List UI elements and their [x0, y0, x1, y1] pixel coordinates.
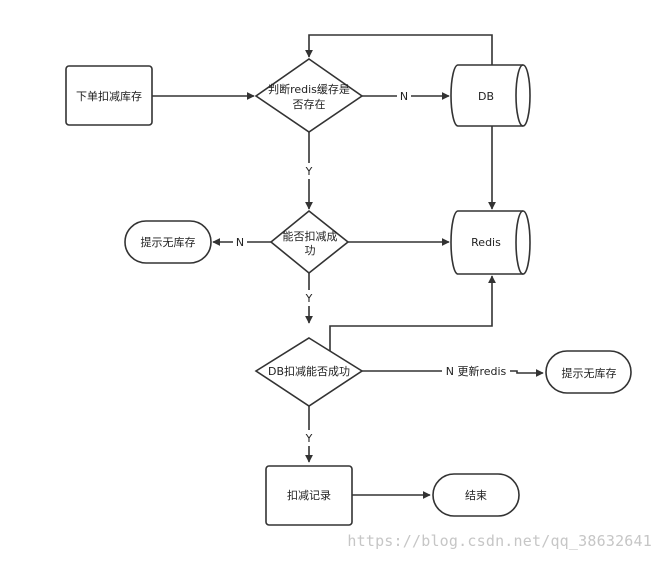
node-no-stock-2: 提示无库存: [545, 350, 632, 394]
node-record: 扣减记录: [265, 465, 353, 526]
node-db-deduct-label: DB扣减能否成功: [268, 364, 350, 378]
label-can-deduct-to-no-stock: N: [236, 236, 244, 249]
node-order-label: 下单扣减库存: [76, 89, 142, 103]
label-can-deduct-to-db-deduct: Y: [305, 292, 313, 305]
node-db-deduct: DB扣减能否成功: [254, 337, 364, 407]
node-can-deduct-line1: 能否扣减成: [283, 229, 338, 243]
edge-labels: N Y N Y N 更新redis Y: [233, 88, 510, 446]
label-db-deduct-to-record: Y: [305, 432, 313, 445]
node-no-stock-2-label: 提示无库存: [562, 366, 617, 380]
node-redis-label: Redis: [471, 236, 501, 249]
node-can-deduct: 能否扣减成 功: [269, 209, 350, 275]
node-no-stock-1: 提示无库存: [124, 220, 212, 264]
node-db-label: DB: [478, 90, 494, 103]
node-end: 结束: [432, 473, 520, 517]
node-end-label: 结束: [465, 489, 487, 502]
edge-db-deduct-to-redis: [329, 275, 496, 354]
label-check-to-db: N: [400, 90, 408, 103]
edge-db-deduct-to-no-stock: [362, 369, 544, 377]
edge-db-loop-to-check: [305, 34, 493, 65]
node-check-redis-line1: 判断redis缓存是: [268, 82, 350, 96]
label-check-to-can-deduct: Y: [305, 165, 313, 178]
node-no-stock-1-label: 提示无库存: [141, 235, 196, 249]
node-can-deduct-line2: 功: [305, 244, 316, 257]
node-redis: Redis: [450, 210, 531, 275]
label-db-deduct-to-no-stock: N 更新redis: [446, 364, 507, 378]
node-order: 下单扣减库存: [65, 65, 153, 126]
node-check-redis-line2: 否存在: [293, 97, 326, 111]
node-check-redis: 判断redis缓存是 否存在: [254, 58, 364, 133]
node-db: DB: [450, 64, 531, 127]
node-record-label: 扣减记录: [287, 488, 331, 502]
watermark: https://blog.csdn.net/qq_38632641: [347, 532, 652, 550]
